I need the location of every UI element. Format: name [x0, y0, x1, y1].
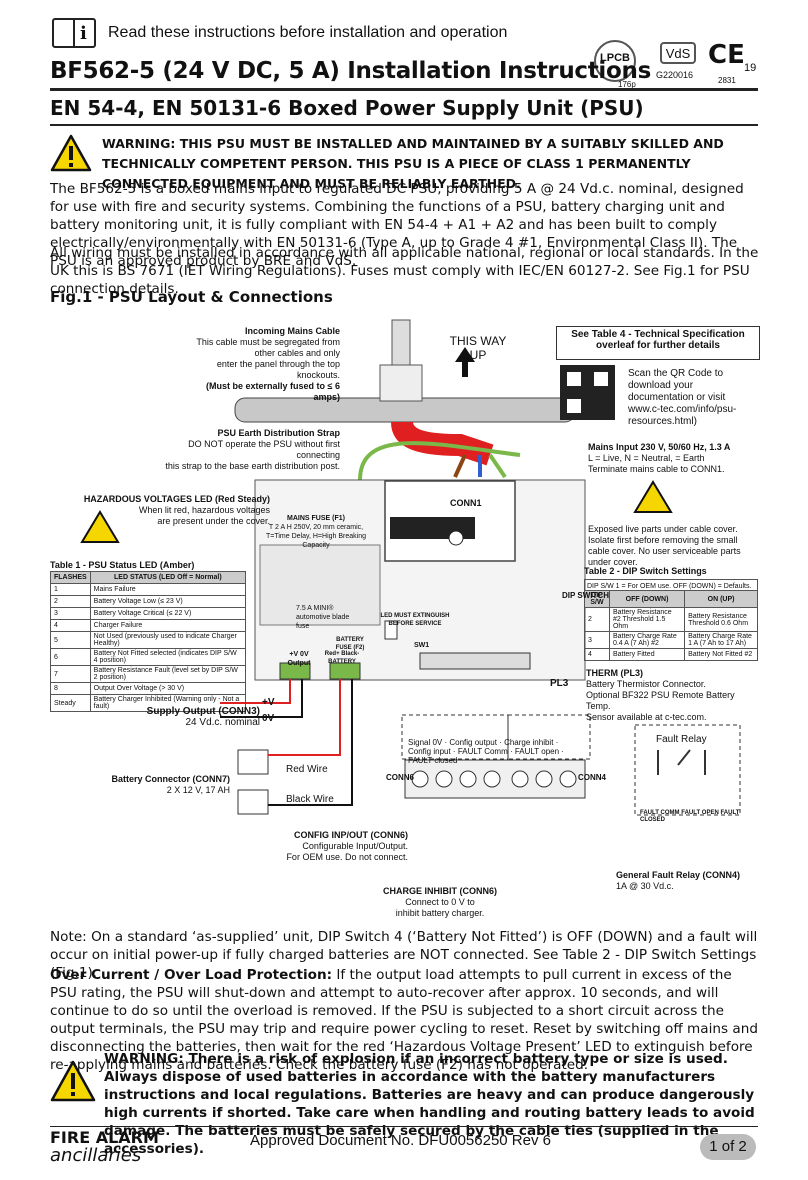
cable-gland	[379, 364, 423, 402]
ce-number: 2831	[718, 76, 736, 85]
incoming-cable	[391, 319, 411, 371]
zero-v-label: 0V	[262, 713, 275, 724]
battery-label: Red+ Black- BATTERY	[324, 651, 360, 665]
intro-paragraph: The BF562-5 is a boxed mains input to re…	[50, 181, 744, 269]
earth-strap	[358, 441, 521, 481]
conn6-conn4-header	[419, 652, 531, 670]
hazard-icon-left	[80, 510, 120, 543]
general-fault-relay-label: General Fault Relay (CONN4)1A @ 30 Vd.c.	[616, 870, 741, 891]
conn4-label: CONN4	[578, 773, 607, 782]
output-label: +V 0V Output	[287, 651, 311, 667]
cover-screw	[448, 530, 464, 546]
page-number: 1 of 2	[700, 1134, 756, 1160]
document-number: Approved Document No. DFU0056250 Rev 6	[250, 1132, 551, 1149]
terminal-labels: Signal 0V · Config output · Charge inhib…	[408, 738, 564, 765]
read-instructions-note: i Read these instructions before install…	[52, 18, 572, 50]
dip-switch-label: DIP SWITCH	[562, 591, 609, 600]
led-extinguish-label: LED MUST EXTINGUISH BEFORE SERVICE	[380, 613, 450, 627]
minifuse-label: 7.5 A MINI® automotive blade fuse	[296, 605, 350, 630]
battery-warning-icon	[50, 1060, 96, 1102]
qr-text: Scan the QR Code to download your docume…	[628, 368, 737, 427]
page-subtitle: EN 54-4, EN 50131-6 Boxed Power Supply U…	[50, 96, 644, 120]
supply-output-label: Supply Output (CONN3)24 Vd.c. nominal	[146, 706, 260, 728]
lpcb-logo: LPCB	[594, 40, 636, 82]
battery-1	[237, 749, 269, 775]
conn6-label: CONN6	[386, 773, 415, 782]
page-title: BF562-5 (24 V DC, 5 A) Installation Inst…	[50, 58, 651, 84]
battery-terminal	[329, 662, 361, 680]
therm-label: THERM (PL3)Battery Thermistor Connector.…	[586, 668, 735, 722]
footer-brand: FIRE ALARM ancillaries	[50, 1128, 159, 1166]
read-note-text: Read these instructions before installat…	[108, 24, 508, 41]
plus-v-label: +V	[262, 697, 275, 708]
top-warning: WARNING: THIS PSU MUST BE INSTALLED AND …	[102, 136, 724, 191]
fault-relay-label: Fault Relay	[656, 734, 707, 745]
vds-number: G220016	[656, 70, 694, 80]
mains-fuse-label: MAINS FUSE (F1)T 2 A H 250V, 20 mm ceram…	[266, 515, 366, 549]
footer-rule	[50, 1126, 758, 1127]
battery-connector-label: Battery Connector (CONN7)2 X 12 V, 17 AH	[111, 774, 230, 795]
battery-fuse-label: BATTERY FUSE (F2)	[335, 637, 365, 651]
fault-relay-box	[634, 724, 741, 816]
vds-logo: VdS	[660, 42, 696, 64]
exposed-parts-label: Exposed live parts under cable cover. Is…	[588, 524, 741, 567]
black-wire-label: Black Wire	[286, 794, 334, 805]
dip-switch-block	[384, 620, 398, 640]
lpcb-number: 176p	[618, 80, 636, 89]
conn1-label: CONN1	[450, 498, 482, 508]
output-terminal	[279, 662, 311, 680]
figure-title: Fig.1 - PSU Layout & Connections	[50, 288, 333, 306]
subtitle-rule	[50, 124, 758, 126]
battery-warning: WARNING: There is a risk of explosion if…	[104, 1051, 755, 1157]
this-way-up-label: THIS WAY UP	[449, 334, 507, 362]
overcurrent-paragraph: Over Current / Over Load Protection: If …	[50, 967, 758, 1073]
warning-icon	[50, 134, 92, 172]
up-arrow	[455, 347, 475, 377]
table1-title: Table 1 - PSU Status LED (Amber)	[50, 560, 195, 570]
wiring-paragraph: All wiring must be installed in accordan…	[50, 245, 759, 297]
relay-pin-labels: FAULT COMM FAULT OPEN FAULT CLOSED	[640, 810, 740, 823]
battery-2	[237, 789, 269, 815]
psu-diagram	[80, 319, 741, 816]
ce-year: 19	[744, 62, 757, 74]
heatsink	[259, 544, 381, 626]
table2-title: Table 2 - DIP Switch Settings	[584, 566, 707, 576]
hazard-icon-right	[633, 480, 673, 513]
hazardous-led-label: HAZARDOUS VOLTAGES LED (Red Steady)When …	[83, 494, 270, 526]
config-inout-label: CONFIG INP/OUT (CONN6)Configurable Input…	[286, 830, 408, 862]
title-rule	[50, 88, 758, 91]
ce-mark: CE	[708, 40, 745, 70]
pl3-label: PL3	[550, 678, 569, 689]
instruction-book-icon: i	[52, 18, 96, 48]
see-table-box: See Table 4 - Technical Specification ov…	[556, 326, 760, 360]
note-paragraph: Note: On a standard ‘as-supplied’ unit, …	[50, 929, 758, 981]
sw1-label: SW1	[414, 642, 430, 649]
red-wire-label: Red Wire	[286, 764, 328, 775]
